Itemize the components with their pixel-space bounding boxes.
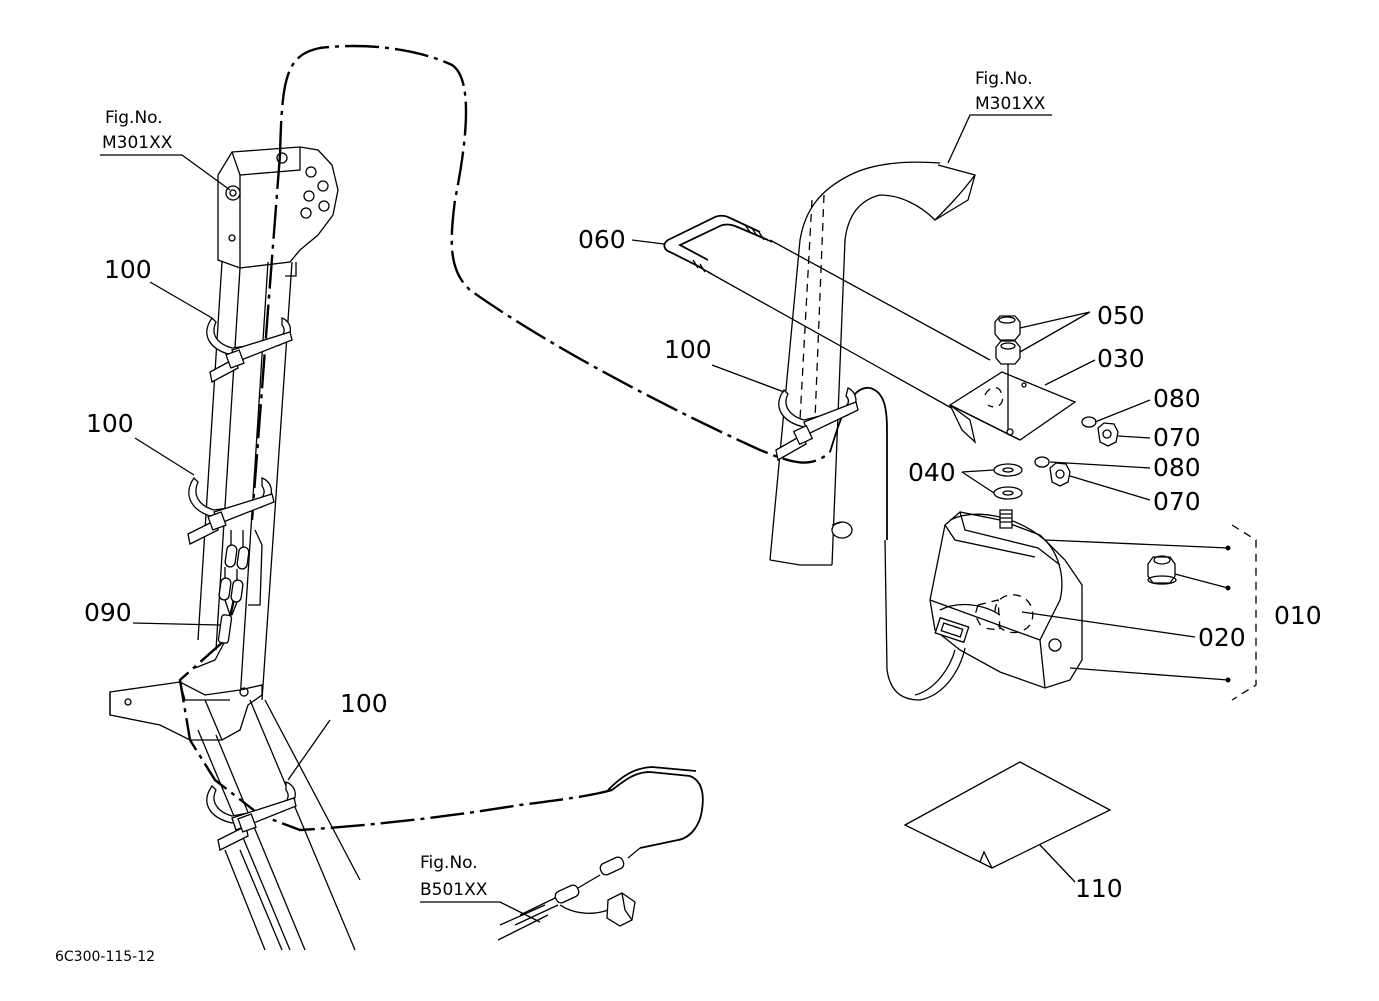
label-070-b: 070	[1153, 487, 1201, 516]
label-080-a: 080	[1153, 384, 1201, 413]
wire-090	[194, 614, 233, 669]
label-070-a: 070	[1153, 423, 1201, 452]
washer-040-lower	[993, 486, 1023, 500]
bottom-connectors	[497, 856, 636, 941]
wire-harness	[178, 44, 888, 859]
bullet-connectors-upper	[218, 530, 250, 616]
leader-lines	[100, 154, 1257, 923]
nut-050-upper	[994, 315, 1021, 341]
figure-reference-left: Fig.No. M301XX	[102, 108, 173, 153]
label-080-b: 080	[1153, 453, 1201, 482]
work-lamp	[884, 509, 1083, 701]
instruction-sheet	[903, 761, 1112, 869]
clip-bracket	[248, 529, 263, 606]
nut-070-lower	[1049, 462, 1071, 487]
lock-washer-080-upper	[1081, 416, 1097, 428]
label-050: 050	[1097, 301, 1145, 330]
fig-ref-prefix-bottom: Fig.No.	[420, 853, 478, 873]
label-010: 010	[1274, 601, 1322, 630]
figure-reference-bottom: Fig.No. B501XX	[420, 853, 488, 900]
flange-nut	[1147, 555, 1177, 585]
lamp-bracket	[948, 371, 1077, 444]
right-rops-post	[769, 114, 1052, 566]
label-020: 020	[1198, 623, 1246, 652]
nut-050-lower	[995, 340, 1021, 365]
washer-040-upper	[993, 463, 1023, 477]
fig-ref-code-right: M301XX	[975, 94, 1046, 114]
u-bolt	[663, 214, 991, 411]
figure-reference-right: Fig.No. M301XX	[975, 69, 1046, 114]
lock-washer-080-lower	[1034, 456, 1050, 468]
label-100-c: 100	[340, 689, 388, 718]
cable-tie-100-d	[775, 387, 859, 462]
label-060: 060	[578, 225, 626, 254]
fig-ref-code-left: M301XX	[102, 133, 173, 153]
cable-tie-100-c	[206, 781, 297, 851]
fig-ref-prefix-right: Fig.No.	[975, 69, 1033, 89]
nut-070-upper	[1097, 422, 1119, 447]
label-100-d: 100	[664, 335, 712, 364]
drawing-code: 6C300-115-12	[55, 949, 155, 965]
label-100-b: 100	[86, 409, 134, 438]
lamp-bulb	[974, 594, 1034, 634]
label-040: 040	[908, 458, 956, 487]
cable-tie-100-b	[187, 476, 275, 545]
label-100-a: 100	[104, 255, 152, 284]
label-030: 030	[1097, 344, 1145, 373]
cable-tie-100-a	[206, 316, 293, 383]
label-110: 110	[1075, 874, 1123, 903]
label-090: 090	[84, 598, 132, 627]
fig-ref-prefix-left: Fig.No.	[105, 108, 163, 128]
fig-ref-code-bottom: B501XX	[420, 880, 488, 900]
